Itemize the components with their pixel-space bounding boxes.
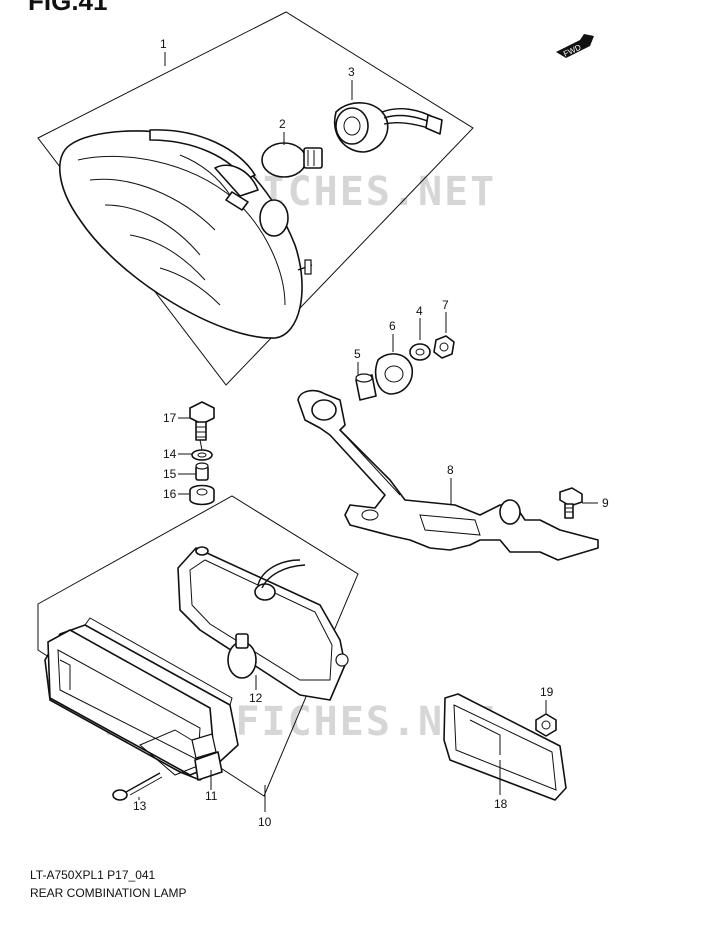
callout-5: 5 — [354, 347, 361, 361]
fwd-label: FWD — [562, 43, 583, 59]
screw-part-13 — [112, 772, 163, 801]
callout-18: 18 — [494, 797, 508, 811]
nut-part-7 — [433, 335, 455, 359]
callout-10: 10 — [258, 815, 272, 829]
callout-11: 11 — [205, 789, 218, 803]
callout-12: 12 — [249, 691, 263, 705]
bracket-part-8 — [297, 389, 599, 561]
callout-14: 14 — [163, 447, 177, 461]
callout-17: 17 — [163, 411, 177, 425]
grommet-part-16 — [189, 484, 215, 506]
washer-part-4 — [409, 343, 431, 361]
callout-3: 3 — [348, 65, 355, 79]
figure-label: FIG.41 — [28, 0, 108, 16]
collar-part-5 — [355, 373, 377, 401]
fwd-arrow-icon: FWD — [556, 34, 594, 59]
nut-part-19 — [535, 713, 557, 737]
grommet-part-6 — [374, 353, 414, 395]
lower-lamp-housing — [177, 546, 349, 701]
collar-part-15 — [195, 462, 209, 481]
callout-2: 2 — [279, 117, 286, 131]
callout-19: 19 — [540, 685, 554, 699]
bulb-part-12 — [227, 633, 257, 679]
caption-model: LT-A750XPL1 P17_041 — [30, 868, 156, 882]
callout-7: 7 — [442, 298, 449, 312]
washer-part-14 — [191, 449, 213, 461]
callout-13: 13 — [133, 799, 147, 813]
callout-1: 1 — [160, 37, 167, 51]
callout-9: 9 — [602, 496, 609, 510]
callout-8: 8 — [447, 463, 454, 477]
callout-15: 15 — [163, 467, 177, 481]
rear-lamp-housing — [59, 129, 313, 339]
reflector-part-18 — [443, 693, 567, 801]
bolt-part-17 — [189, 401, 215, 441]
leader-lines — [138, 52, 598, 812]
callout-6: 6 — [389, 319, 396, 333]
upper-assembly-frame — [37, 11, 474, 386]
socket-part-3 — [333, 102, 443, 153]
bolt-part-9 — [559, 487, 583, 519]
caption-title: REAR COMBINATION LAMP — [30, 886, 187, 900]
callout-4: 4 — [416, 304, 423, 318]
callout-16: 16 — [163, 487, 177, 501]
mounting-tab-part-11 — [194, 751, 223, 781]
